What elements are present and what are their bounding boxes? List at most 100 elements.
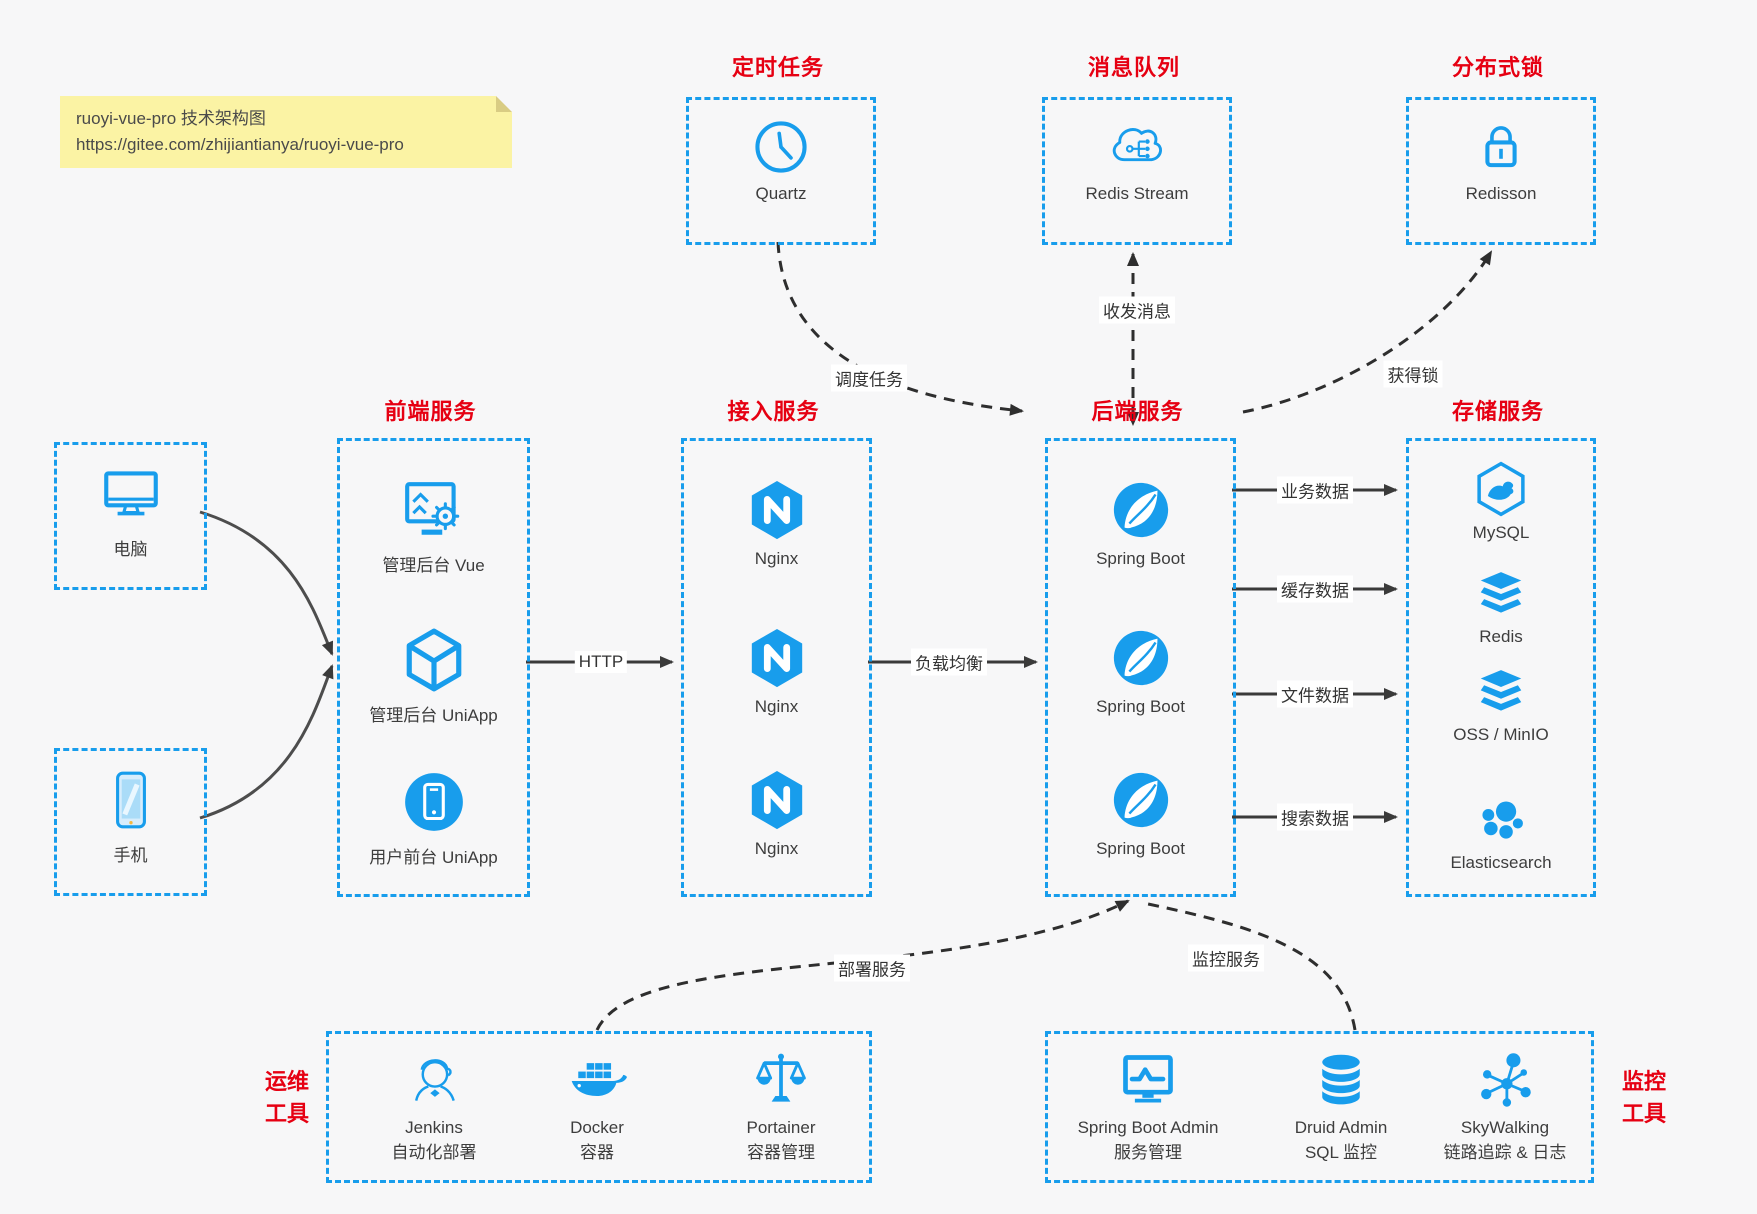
title-gateway: 接入服务 [727,399,820,424]
phone-icon [98,767,164,833]
frontend-item-user-uniapp: 用户前台 UniApp [340,769,527,868]
tool-name: Docker [570,1118,624,1137]
edge-deploy [595,899,1130,1031]
gateway-item-nginx-2: Nginx [684,627,869,717]
node-label: Quartz [755,184,807,203]
mysql-icon [1473,461,1529,517]
edge-label-monitoring: 监控服务 [1188,944,1264,972]
title-monitor: 监控 工具 [1604,1066,1684,1130]
storage-item-redis: Redis [1409,567,1593,647]
tool-desc: 服务管理 [1114,1142,1182,1162]
edge-label-file-data: 文件数据 [1277,680,1353,708]
tool-name: Spring Boot Admin [1077,1118,1219,1137]
monitor-item-skywalking: SkyWalking 链路追踪 & 日志 [1410,1050,1600,1165]
computer-icon [98,461,164,527]
title-lock: 分布式锁 [1451,55,1544,80]
cloud-stream-icon [1108,118,1166,176]
layer-stack-icon [1474,567,1528,621]
title-frontend: 前端服务 [384,399,477,424]
nginx-icon [746,627,808,689]
gateway-item-nginx-1: Nginx [684,479,869,569]
jenkins-icon [404,1050,464,1110]
backend-item-spring-1: Spring Boot [1048,479,1233,569]
gateway-item-nginx-3: Nginx [684,769,869,859]
sticky-note: ruoyi-vue-pro 技术架构图 https://gitee.com/zh… [60,96,512,168]
elasticsearch-cluster-icon [1474,793,1528,847]
node-label: Nginx [754,697,799,716]
docker-icon [567,1050,627,1110]
ops-item-jenkins: Jenkins 自动化部署 [344,1050,524,1165]
layer-stack-icon [1474,665,1528,719]
scheduler-box: Quartz [686,97,876,245]
node-label: 管理后台 UniApp [369,706,498,725]
node-label: Spring Boot [1096,839,1185,858]
node-label: Spring Boot [1096,697,1185,716]
title-monitor-line1: 监控 [1621,1069,1666,1094]
node-label: MySQL [1472,523,1530,542]
node-label: 管理后台 Vue [382,556,485,575]
scales-icon [751,1050,811,1110]
tool-desc: 自动化部署 [391,1142,477,1162]
node-label: Nginx [754,839,799,858]
tool-desc: 链路追踪 & 日志 [1443,1142,1567,1162]
title-scheduler: 定时任务 [731,55,824,80]
uniapp-cube-icon [401,627,467,693]
monitor-chart-icon [1118,1050,1178,1110]
title-ops-line1: 运维 [264,1069,309,1094]
lock-box: Redisson [1406,97,1596,245]
node-label: Redis [1479,627,1523,646]
spring-boot-icon [1110,479,1172,541]
mq-box: Redis Stream [1042,97,1232,245]
storage-item-oss: OSS / MinIO [1409,665,1593,745]
redisson-node: Redisson [1409,118,1593,204]
nginx-icon [746,769,808,831]
node-label: OSS / MinIO [1453,725,1549,744]
tool-name: SkyWalking [1460,1118,1550,1137]
edge-get-lock [1242,250,1493,414]
edge-label-search-data: 搜索数据 [1277,803,1353,831]
title-ops-line2: 工具 [264,1100,309,1126]
title-storage: 存储服务 [1451,399,1544,424]
monitor-box: Spring Boot Admin 服务管理 Druid Admin SQL 监… [1045,1031,1594,1183]
node-label: Redis Stream [1085,184,1189,203]
frontend-item-admin-uniapp: 管理后台 UniApp [340,627,527,726]
title-mq: 消息队列 [1087,55,1180,80]
title-backend: 后端服务 [1091,399,1184,424]
monitor-item-druid: Druid Admin SQL 监控 [1251,1050,1431,1165]
spring-boot-icon [1110,627,1172,689]
node-label: Nginx [754,549,799,568]
note-title: ruoyi-vue-pro 技术架构图 [76,109,266,128]
phone-box: 手机 [54,748,207,896]
ops-item-portainer: Portainer 容器管理 [701,1050,861,1165]
node-label: Spring Boot [1096,549,1185,568]
edge-label-get-lock: 获得锁 [1383,360,1443,388]
backend-box: Spring Boot Spring Boot Spring Boot [1045,438,1236,897]
edge-phone-to-frontend [199,664,334,820]
mobile-app-circle-icon [401,769,467,835]
tool-name: Portainer [746,1118,816,1137]
edge-monitoring [1147,902,1357,1031]
clock-icon [752,118,810,176]
edge-label-deploy: 部署服务 [834,954,910,982]
computer-box: 电脑 [54,442,207,590]
edge-label-cache-data: 缓存数据 [1277,575,1353,603]
storage-box: MySQL Redis OSS / MinIO Elasticsearch [1406,438,1596,897]
title-ops: 运维 工具 [247,1066,327,1130]
network-graph-icon [1475,1050,1535,1110]
edge-label-schedule: 调度任务 [831,364,907,392]
ops-item-docker: Docker 容器 [517,1050,677,1165]
redis-stream-node: Redis Stream [1045,118,1229,204]
storage-item-mysql: MySQL [1409,461,1593,543]
quartz-node: Quartz [689,118,873,204]
edge-label-http: HTTP [574,651,628,673]
padlock-icon [1472,118,1530,176]
admin-dashboard-icon [401,477,467,543]
edge-label-biz-data: 业务数据 [1277,476,1353,504]
spring-boot-icon [1110,769,1172,831]
edge-computer-to-frontend [199,510,334,656]
phone-node: 手机 [57,767,204,866]
backend-item-spring-2: Spring Boot [1048,627,1233,717]
computer-node: 电脑 [57,461,204,560]
frontend-box: 管理后台 Vue 管理后台 UniApp 用户前台 UniApp [337,438,530,897]
